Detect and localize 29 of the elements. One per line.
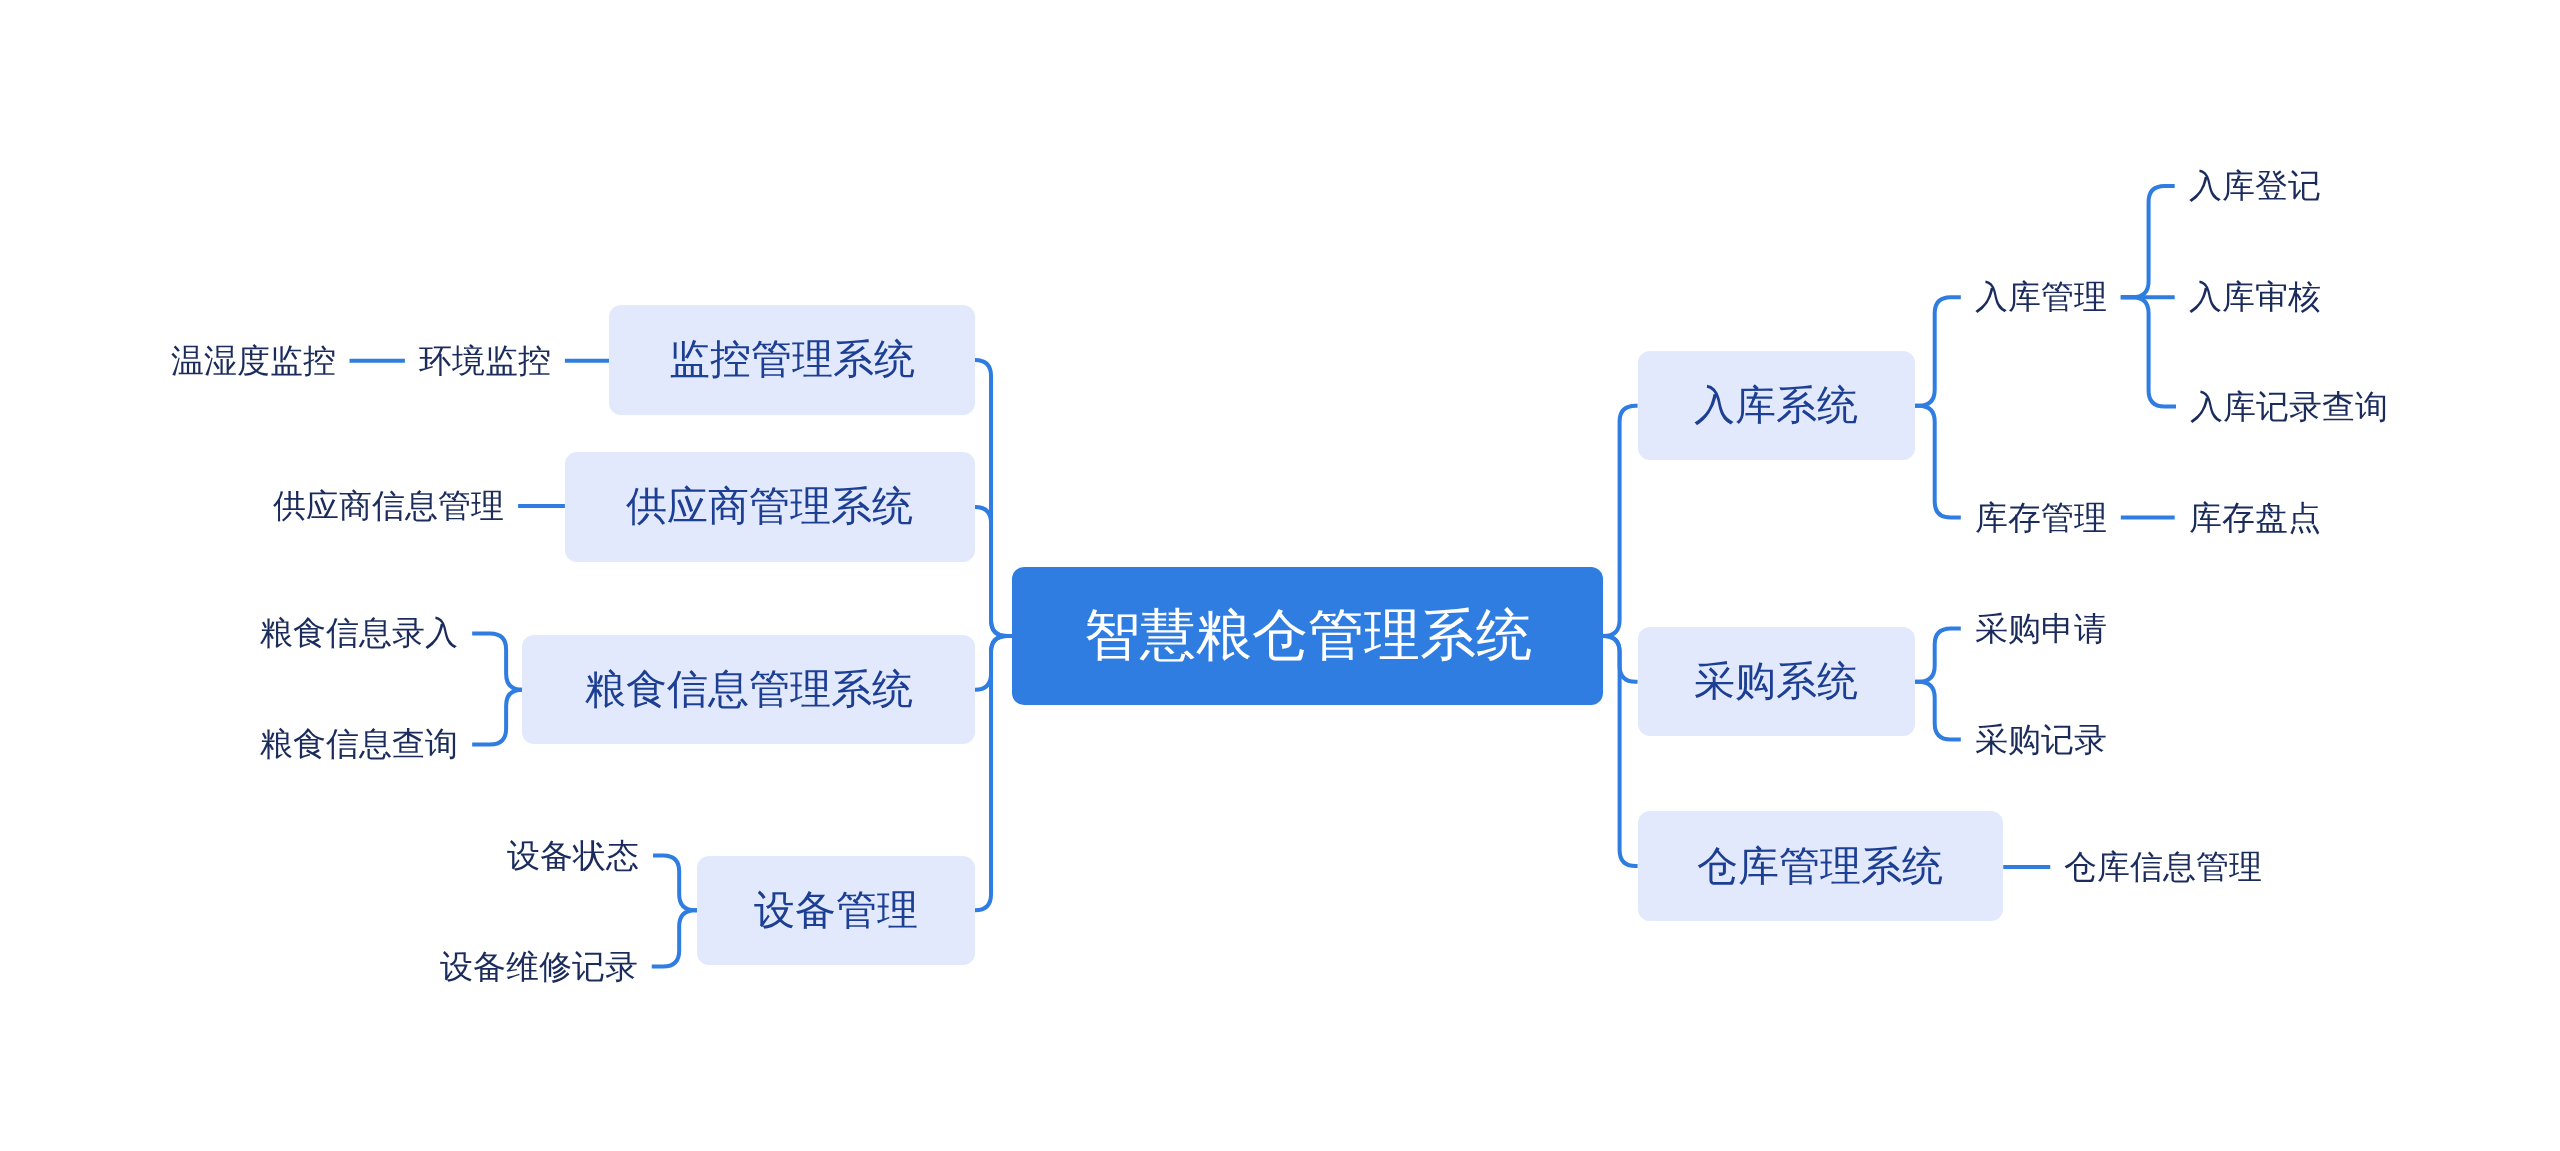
subtopic-label: 入库管理 <box>1960 274 2121 320</box>
subtopic-label: 环境监控 <box>404 338 565 384</box>
subtopic-label: 入库登记 <box>2174 163 2335 209</box>
topic-box: 供应商管理系统 <box>564 452 975 562</box>
topic-box: 采购系统 <box>1637 626 1916 737</box>
subtopic-label: 采购申请 <box>1960 606 2121 652</box>
subtopic-label: 入库记录查询 <box>2175 384 2402 429</box>
topic-box: 监控管理系统 <box>608 305 975 415</box>
topic-box: 仓库管理系统 <box>1637 811 2004 921</box>
subtopic-label: 设备维修记录 <box>425 944 652 989</box>
subtopic-label: 入库审核 <box>2174 274 2335 320</box>
subtopic-label: 库存管理 <box>1960 495 2121 541</box>
subtopic-label: 采购记录 <box>1960 717 2121 763</box>
connector-line <box>349 358 405 363</box>
subtopic-label: 供应商信息管理 <box>259 483 519 529</box>
subtopic-label: 粮食信息录入 <box>246 610 473 656</box>
connector-line <box>518 504 565 509</box>
connector-line <box>2120 515 2175 520</box>
subtopic-label: 温湿度监控 <box>156 338 350 384</box>
connector-line <box>2003 864 2051 869</box>
subtopic-label: 仓库信息管理 <box>2050 844 2277 890</box>
topic-box: 粮食信息管理系统 <box>522 635 975 745</box>
subtopic-label: 设备状态 <box>493 833 654 878</box>
topic-box: 入库系统 <box>1637 351 1916 461</box>
connector-line <box>564 358 609 363</box>
topic-box: 设备管理 <box>697 855 975 965</box>
subtopic-label: 粮食信息查询 <box>246 722 473 767</box>
central-topic-box: 智慧粮仓管理系统 <box>1012 566 1604 706</box>
subtopic-label: 库存盘点 <box>2174 495 2335 541</box>
